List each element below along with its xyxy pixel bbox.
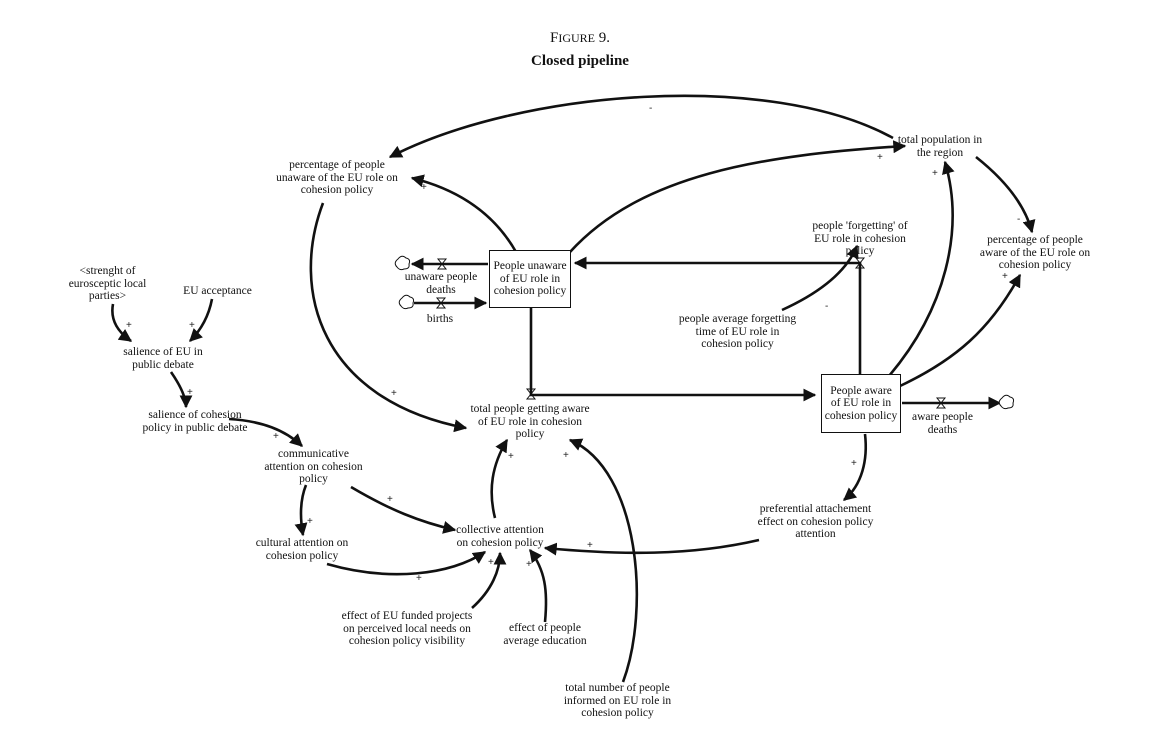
polarity-sign: + xyxy=(587,540,593,551)
polarity-sign: + xyxy=(421,182,427,193)
valve-getting-aware xyxy=(525,388,537,400)
polarity-sign: + xyxy=(932,168,938,179)
polarity-sign: + xyxy=(189,320,195,331)
link-population-to-pct-unaware xyxy=(388,94,894,159)
link-cultural-to-collective xyxy=(326,550,487,576)
polarity-sign: + xyxy=(307,516,313,527)
figure-title: Closed pipeline xyxy=(531,53,629,69)
link-salience-cohesion-to-communicative xyxy=(228,417,303,447)
polarity-sign: + xyxy=(387,494,393,505)
polarity-sign: + xyxy=(187,387,193,398)
polarity-sign: + xyxy=(1002,271,1008,282)
polarity-sign: - xyxy=(649,103,653,114)
polarity-sign: + xyxy=(273,431,279,442)
link-aware-to-pct-aware xyxy=(899,273,1022,388)
link-acceptance-to-salience-eu xyxy=(189,298,214,342)
polarity-sign: - xyxy=(825,301,829,312)
polarity-sign: + xyxy=(526,559,532,570)
polarity-sign: + xyxy=(391,388,397,399)
polarity-sign: + xyxy=(877,152,883,163)
link-population-to-pct-aware xyxy=(975,155,1036,234)
link-pct-unaware-to-getting-aware xyxy=(309,202,468,433)
link-forgetting-time-to-forgetting xyxy=(781,244,859,312)
link-preferential-to-collective xyxy=(543,538,760,556)
var-eu-acceptance: EU acceptance xyxy=(183,285,252,297)
link-eurosceptic-to-salience-eu xyxy=(111,303,133,343)
polarity-sign: + xyxy=(416,573,422,584)
valve-births xyxy=(435,297,447,309)
polarity-sign: + xyxy=(851,458,857,469)
link-salience-eu-to-salience-cohesion xyxy=(169,371,193,409)
link-aware-to-preferential xyxy=(843,433,867,501)
valve-unaware-deaths xyxy=(436,258,448,270)
cloud-icon xyxy=(398,294,415,310)
polarity-sign: + xyxy=(563,450,569,461)
link-education-to-collective xyxy=(528,548,548,623)
cloud-icon xyxy=(998,394,1015,410)
link-unaware-to-pct-unaware xyxy=(410,174,518,253)
link-aware-to-population xyxy=(888,160,955,377)
link-communicative-to-cultural xyxy=(294,484,308,537)
polarity-sign: + xyxy=(126,320,132,331)
link-unaware-to-population xyxy=(569,140,907,253)
polarity-sign: + xyxy=(508,451,514,462)
link-communicative-to-collective xyxy=(350,485,457,534)
flow-getting-aware xyxy=(529,308,817,402)
cloud-icon xyxy=(394,255,411,271)
polarity-sign: - xyxy=(1017,214,1021,225)
link-funded-to-collective xyxy=(471,551,507,609)
var-births: births xyxy=(426,313,454,325)
figure-label: FIGURE 9. xyxy=(549,30,610,46)
polarity-sign: + xyxy=(488,557,494,568)
valve-forgetting xyxy=(854,257,866,269)
link-collective-to-getting-aware xyxy=(490,438,509,519)
valve-aware-deaths xyxy=(935,397,947,409)
link-informed-to-getting-aware xyxy=(568,438,639,683)
